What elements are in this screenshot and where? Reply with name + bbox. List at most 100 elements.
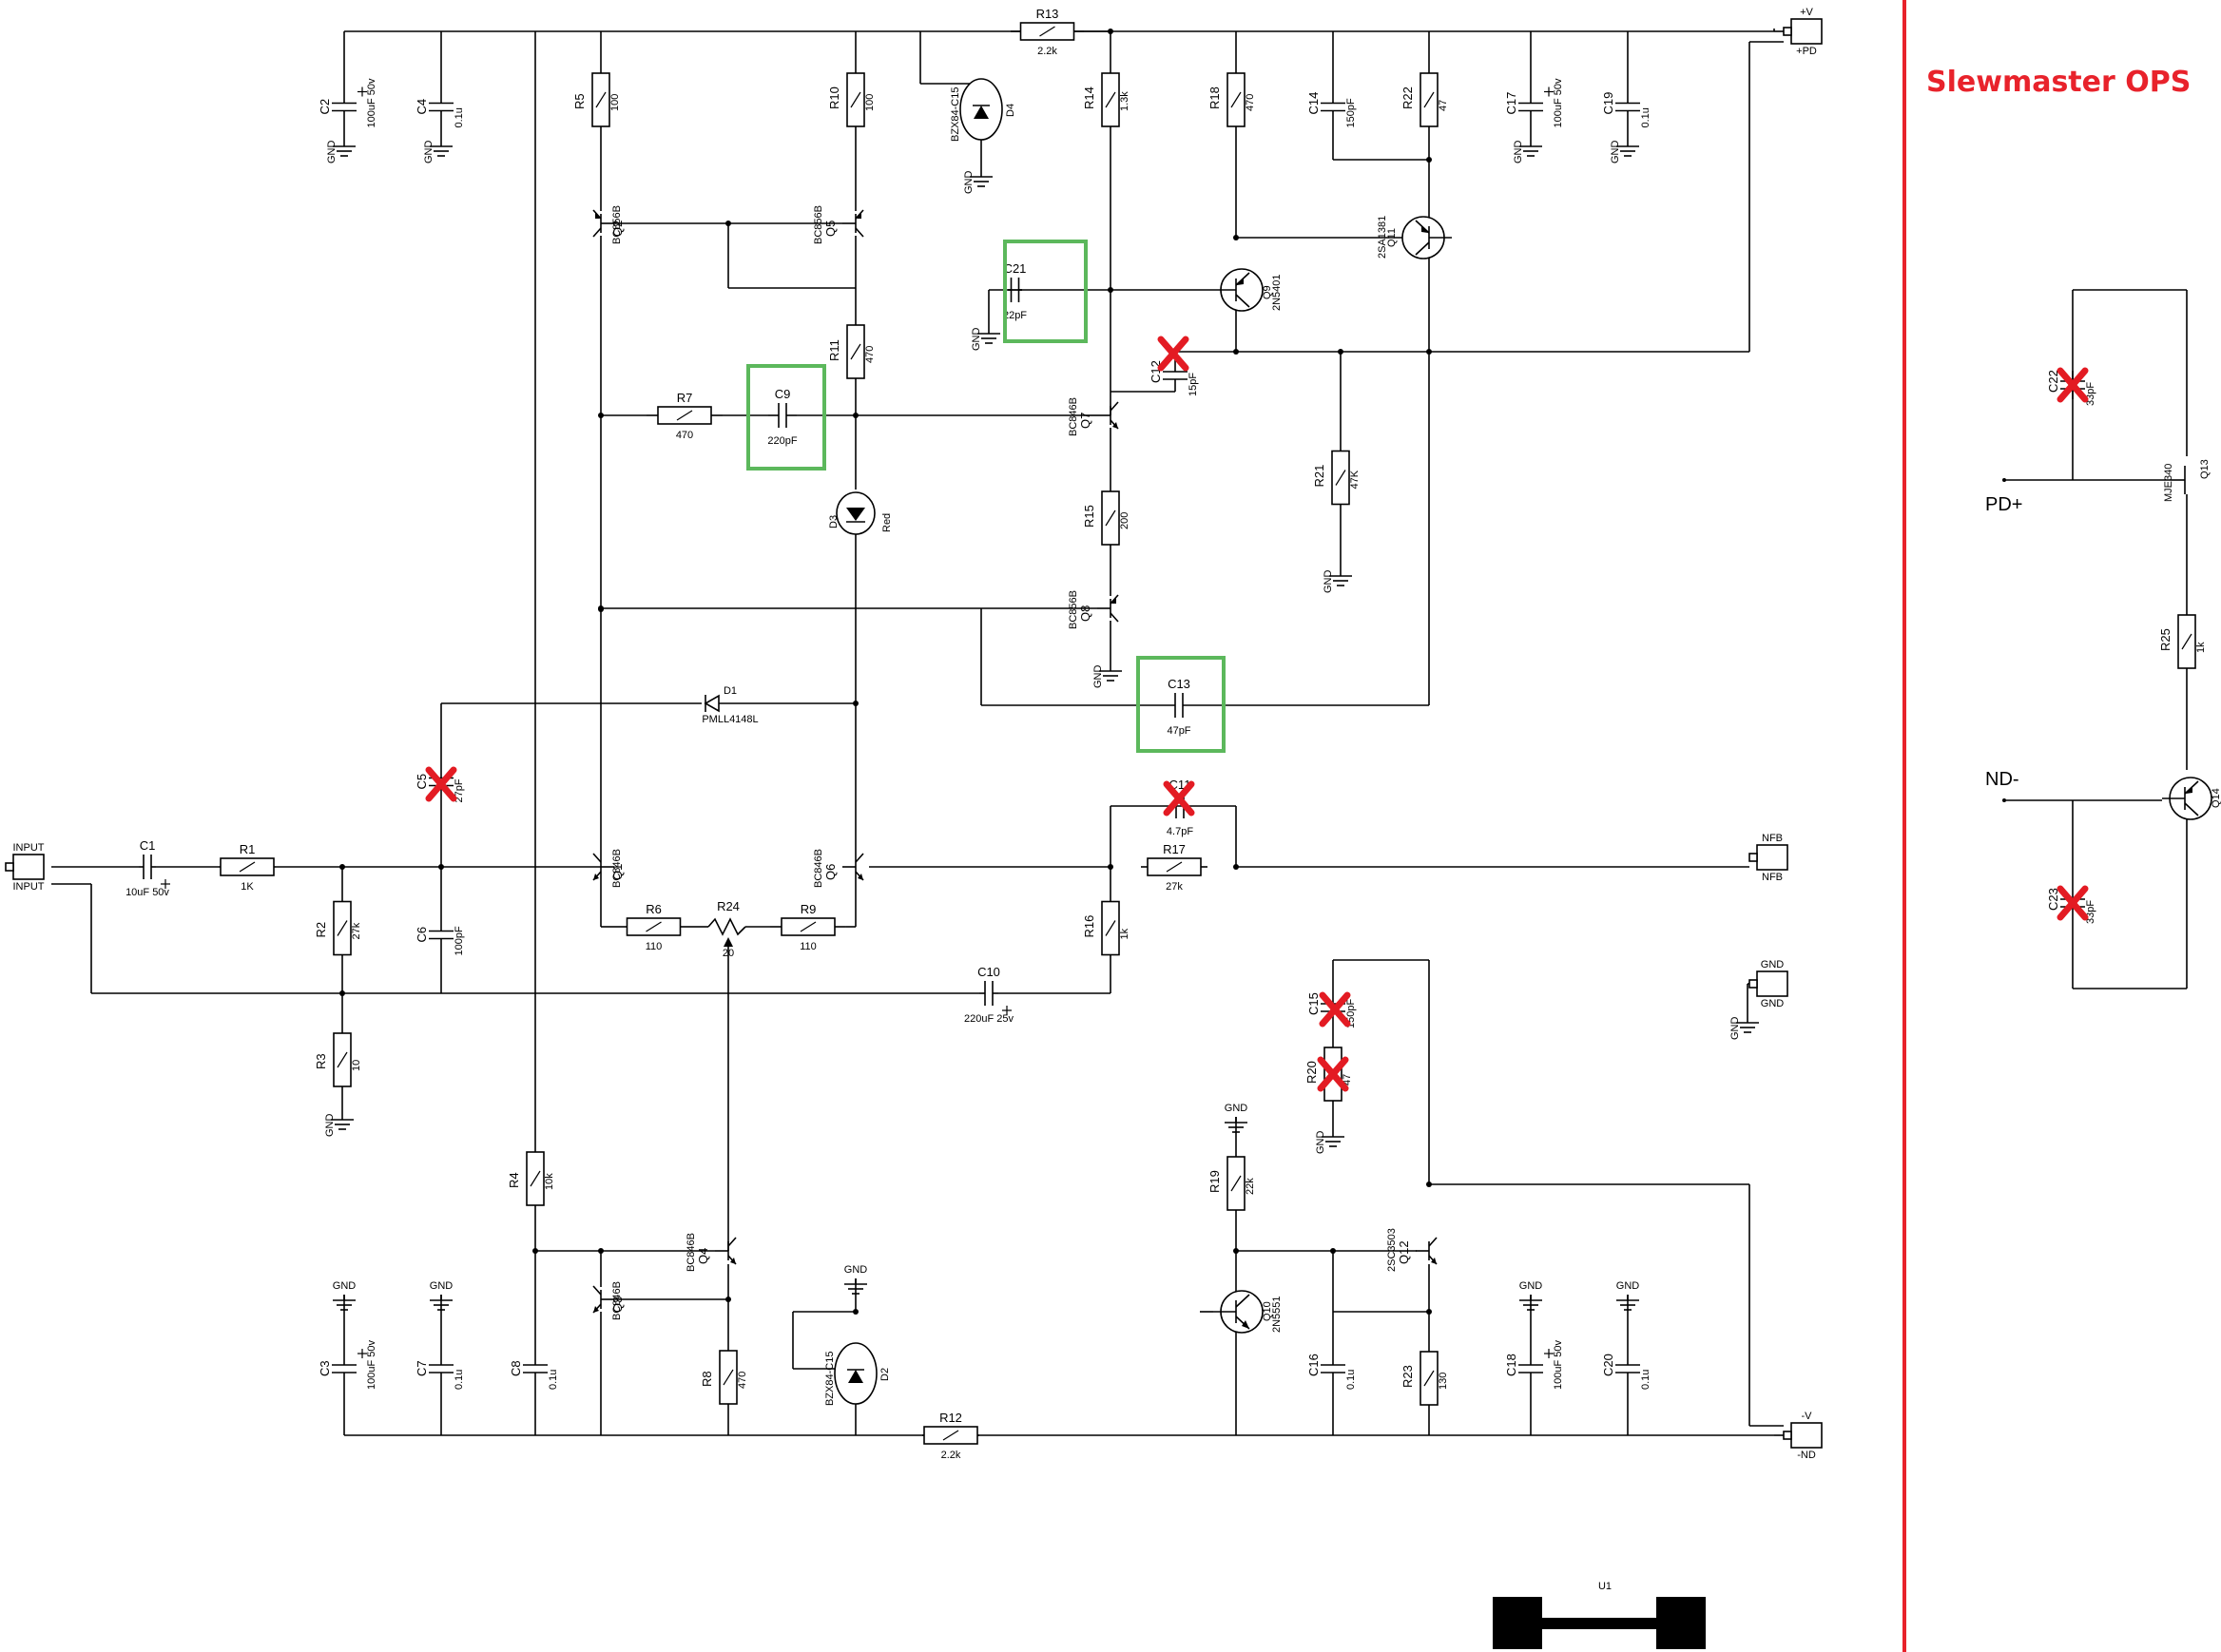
capacitor-c7: C7 0.1u [415,1350,465,1390]
component-ref: Q3 [610,1297,625,1313]
component-value: 220uF 25v [964,1013,1014,1025]
ground-label: GND [326,141,338,164]
component-value: 470 [1245,94,1256,111]
component-ref: Q1 [610,864,625,880]
removed-mark-c12 [1157,336,1189,372]
ground-icon: GND [1519,1280,1543,1311]
wire [530,1170,541,1187]
ops-label-pd: PD+ [1985,494,2022,515]
component-value: PMLL4148L [702,714,758,725]
component-ref: Q4 [696,1248,710,1264]
component-ref: R24 [717,899,740,913]
component-value: 0.1u [454,1370,465,1390]
resistor-r14: R14 1.3k [1082,72,1130,127]
ground-icon: GND [326,141,356,164]
component-value: 33pF [2085,382,2096,406]
wire [592,1285,602,1296]
component-value: 47K [1349,470,1361,489]
highlight-box-c21 [1003,240,1088,343]
component-value: 47pF [1167,725,1190,737]
component-ref: R1 [240,842,256,856]
ground-icon: GND [324,1114,354,1137]
component-ref: R11 [827,339,841,361]
component-ref: R2 [314,922,328,938]
ground-label: GND [963,171,975,195]
junction-dot [725,221,731,226]
connector-label: +PD [1796,46,1817,57]
wire [1415,241,1430,256]
connector-body [1756,844,1788,871]
component-value: 2.2k [941,1450,961,1461]
wire [727,1237,737,1247]
ground-label: GND [971,328,982,352]
component-ref: R22 [1400,86,1415,109]
component-ref: D1 [724,685,737,697]
component-value: 27k [351,922,362,939]
component-value: 2N5551 [1271,1296,1283,1333]
wire [1428,1237,1438,1247]
component-value: Red [881,513,893,532]
component-value: 200 [1119,512,1130,529]
ground-icon: GND [1315,1131,1344,1154]
diode-arrow [974,106,989,119]
connector-vminus: -V-ND [1783,1411,1823,1461]
component-value: BC846B [611,1281,623,1320]
junction-dot [598,413,604,418]
component-ref: C7 [415,1360,429,1376]
component-ref: C10 [977,965,1000,979]
diode-body [704,694,720,713]
wire [2184,802,2199,816]
ground-label: GND [1323,570,1334,594]
component-ref: C5 [415,774,429,790]
wire [646,921,662,932]
ground-label: GND [1610,141,1621,164]
component-ref: R14 [1082,86,1096,109]
wire [1230,1175,1242,1192]
ground-label: GND [1225,1103,1248,1114]
u1-bar [1542,1618,1656,1629]
connector-body [1790,1422,1823,1449]
ground-label: GND [844,1264,868,1276]
connector-body [1790,18,1823,45]
wire [1166,861,1183,873]
component-value: 10uF 50v [126,887,169,898]
wire [855,853,864,863]
component-ref: R20 [1304,1061,1319,1084]
wire [1105,920,1116,936]
connector-label: GND [1761,998,1785,1009]
component-value: 1.3k [1119,91,1130,111]
component-value: 110 [646,941,663,952]
ground-icon: GND [1610,141,1639,164]
removed-mark-c15 [1319,991,1351,1028]
component-value: 15pF [1188,373,1199,396]
component-ref: R25 [2158,628,2173,651]
x-stroke [425,766,457,802]
wire [855,209,864,220]
component-value: 0.1u [548,1370,559,1390]
transistor-arrow [1111,598,1116,604]
ground-label: GND [1616,1280,1640,1292]
ground-label: GND [423,141,435,164]
component-value: 4.7pF [1167,826,1193,837]
component-ref: C20 [1601,1354,1615,1376]
component-ref: Q7 [1078,413,1092,429]
capacitor-c8: C80.1u [509,1350,559,1390]
component-value: BC856B [1068,590,1079,629]
ground-label: GND [1519,1280,1543,1292]
